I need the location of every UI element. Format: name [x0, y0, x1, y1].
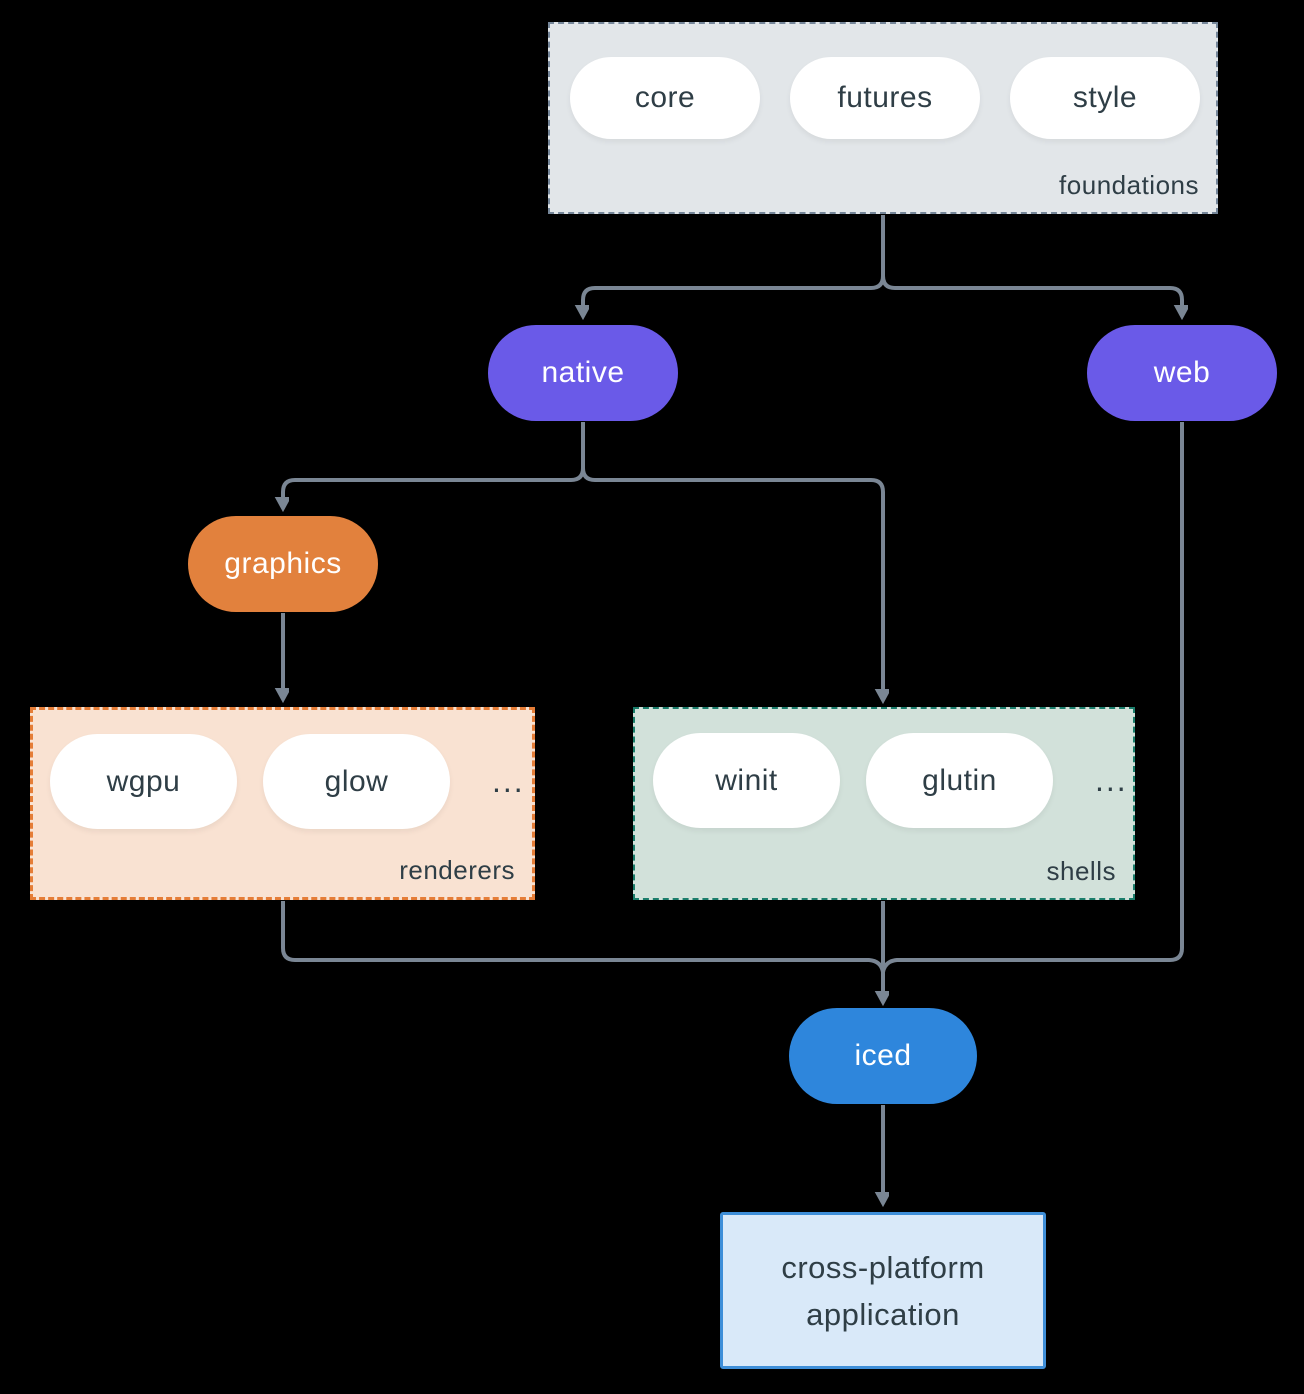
- group-label-renderers: renderers: [399, 855, 515, 885]
- group-shells: winit glutin ... shells: [633, 707, 1135, 900]
- shells-ellipsis: ...: [1095, 762, 1128, 798]
- node-cross-platform-application: cross-platform application: [720, 1212, 1046, 1369]
- node-style: style: [1010, 57, 1200, 139]
- node-web: web: [1087, 325, 1277, 421]
- node-glow: glow: [263, 734, 450, 829]
- edge-foundations-to-web: [881, 215, 1182, 313]
- group-label-shells: shells: [1046, 856, 1116, 886]
- edge-native-to-graphics: [283, 422, 585, 505]
- node-core-label: core: [634, 81, 696, 114]
- node-futures-label: futures: [837, 81, 933, 114]
- node-winit-label: winit: [715, 763, 778, 797]
- node-wgpu: wgpu: [50, 734, 237, 829]
- edge-foundations-to-native: [583, 215, 885, 313]
- node-native: native: [488, 325, 678, 421]
- node-winit: winit: [653, 733, 840, 828]
- node-core: core: [570, 57, 760, 139]
- shells-pill-row: winit glutin ...: [635, 709, 1133, 828]
- group-label-foundations: foundations: [1059, 170, 1199, 200]
- node-web-label: web: [1153, 356, 1211, 389]
- node-native-label: native: [541, 356, 625, 389]
- edge-native-to-shells: [581, 422, 883, 697]
- node-iced: iced: [789, 1008, 977, 1104]
- foundations-pill-row: core futures style: [550, 24, 1216, 139]
- node-graphics-label: graphics: [224, 547, 342, 580]
- renderers-pill-row: wgpu glow ...: [33, 710, 532, 829]
- node-glow-label: glow: [324, 764, 389, 798]
- node-futures: futures: [790, 57, 980, 139]
- node-style-label: style: [1072, 81, 1138, 114]
- group-renderers: wgpu glow ... renderers: [30, 707, 535, 900]
- node-glutin-label: glutin: [922, 763, 997, 797]
- node-application-label: cross-platform application: [781, 1249, 985, 1332]
- node-glutin: glutin: [866, 733, 1053, 828]
- node-wgpu-label: wgpu: [106, 764, 181, 798]
- renderers-ellipsis: ...: [492, 763, 525, 799]
- node-graphics: graphics: [188, 516, 378, 612]
- edge-renderers-to-iced: [281, 901, 885, 973]
- edge-web-to-iced: [881, 422, 1184, 973]
- node-iced-label: iced: [854, 1039, 912, 1072]
- group-foundations: core futures style foundations: [548, 22, 1218, 214]
